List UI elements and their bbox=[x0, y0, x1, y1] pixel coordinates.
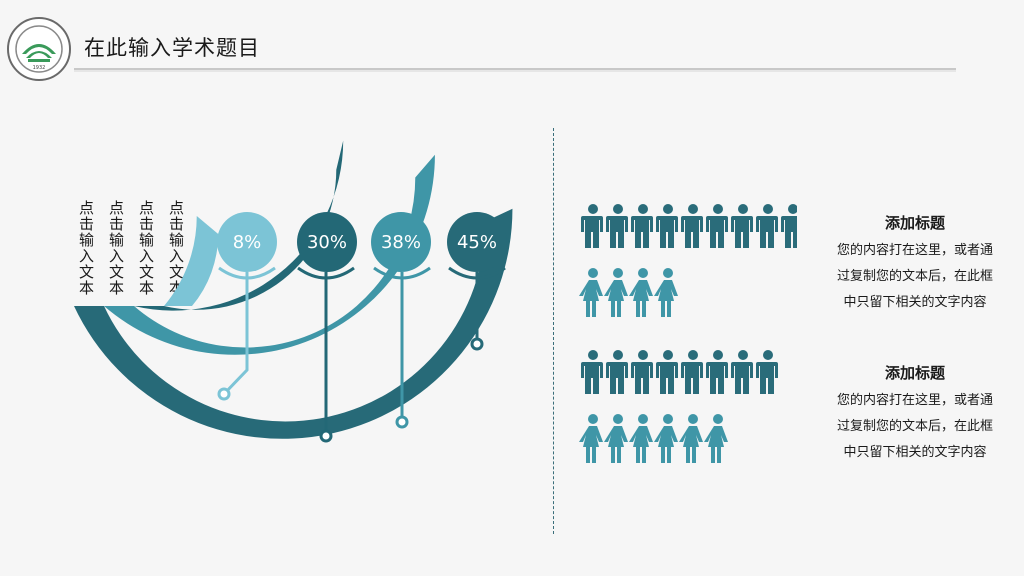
university-logo: 1932 bbox=[7, 17, 71, 81]
connector-node-30 bbox=[319, 429, 333, 443]
block-2-woman-icon-2 bbox=[604, 414, 628, 463]
connector-node-38 bbox=[395, 415, 409, 429]
category-label-2: 点击输入文本 bbox=[107, 200, 125, 296]
page-title: 在此输入学术题目 bbox=[84, 36, 260, 60]
block-1-woman-icon-4 bbox=[654, 268, 678, 317]
percent-circle-8: 8% bbox=[217, 212, 277, 272]
block-2-woman-icon-4 bbox=[654, 414, 678, 463]
block-2-man-icon-3 bbox=[631, 350, 653, 394]
percent-circle-30: 30% bbox=[297, 212, 357, 272]
block-1-man-icon-4 bbox=[656, 204, 678, 248]
block-2-woman-icon-6 bbox=[704, 414, 728, 463]
block-1-man-icon-6 bbox=[706, 204, 728, 248]
block-2-line-2: 过复制您的文本后，在此框 bbox=[836, 419, 993, 434]
connector-node-45 bbox=[470, 337, 484, 351]
connector-line-8 bbox=[222, 272, 249, 396]
block-2-man-icon-4 bbox=[656, 350, 678, 394]
category-label-3: 点击输入文本 bbox=[137, 200, 155, 296]
block-2-man-icon-2 bbox=[606, 350, 628, 394]
row-clip-mask bbox=[797, 200, 809, 260]
block-2-man-icon-5 bbox=[681, 350, 703, 394]
block-1-man-icon-1 bbox=[581, 204, 603, 248]
dashed-divider bbox=[553, 128, 554, 534]
block-1-man-icon-7 bbox=[731, 204, 753, 248]
percent-circle-45: 45% bbox=[447, 212, 507, 272]
connector-node-8 bbox=[217, 387, 231, 401]
block-2-man-icon-8 bbox=[756, 350, 778, 394]
block-2-woman-icon-1 bbox=[579, 414, 603, 463]
percent-circle-38: 38% bbox=[371, 212, 431, 272]
block-2-woman-icon-5 bbox=[679, 414, 703, 463]
svg-text:1932: 1932 bbox=[33, 65, 46, 71]
block-2-line-1: 您的内容打在这里，或者通 bbox=[836, 393, 993, 408]
category-label-1: 点击输入文本 bbox=[77, 200, 95, 296]
block-1-man-icon-3 bbox=[631, 204, 653, 248]
arc-band-8 bbox=[164, 216, 219, 306]
block-1-man-icon-8 bbox=[756, 204, 778, 248]
block-1-line-3: 中只留下相关的文字内容 bbox=[843, 295, 987, 310]
block-2-line-3: 中只留下相关的文字内容 bbox=[843, 445, 987, 460]
block-2-man-icon-7 bbox=[731, 350, 753, 394]
block-1-title: 添加标题 bbox=[884, 214, 945, 232]
block-1-woman-icon-2 bbox=[604, 268, 628, 317]
block-1-body: 您的内容打在这里，或者通 过复制您的文本后，在此框 中只留下相关的文字内容 bbox=[810, 238, 1020, 316]
block-1-woman-icon-3 bbox=[629, 268, 653, 317]
category-label-4: 点击输入文本 bbox=[167, 200, 185, 296]
block-2-body: 您的内容打在这里，或者通 过复制您的文本后，在此框 中只留下相关的文字内容 bbox=[810, 388, 1020, 466]
block-1-man-icon-5 bbox=[681, 204, 703, 248]
block-2-woman-icon-3 bbox=[629, 414, 653, 463]
block-1-line-2: 过复制您的文本后，在此框 bbox=[836, 269, 993, 284]
block-2-man-icon-1 bbox=[581, 350, 603, 394]
block-1-man-icon-2 bbox=[606, 204, 628, 248]
block-2-man-icon-6 bbox=[706, 350, 728, 394]
arc-band-30 bbox=[134, 140, 344, 311]
title-divider bbox=[74, 68, 956, 72]
block-1-line-1: 您的内容打在这里，或者通 bbox=[836, 243, 993, 258]
block-1-woman-icon-1 bbox=[579, 268, 603, 317]
block-2-title: 添加标题 bbox=[884, 364, 945, 382]
